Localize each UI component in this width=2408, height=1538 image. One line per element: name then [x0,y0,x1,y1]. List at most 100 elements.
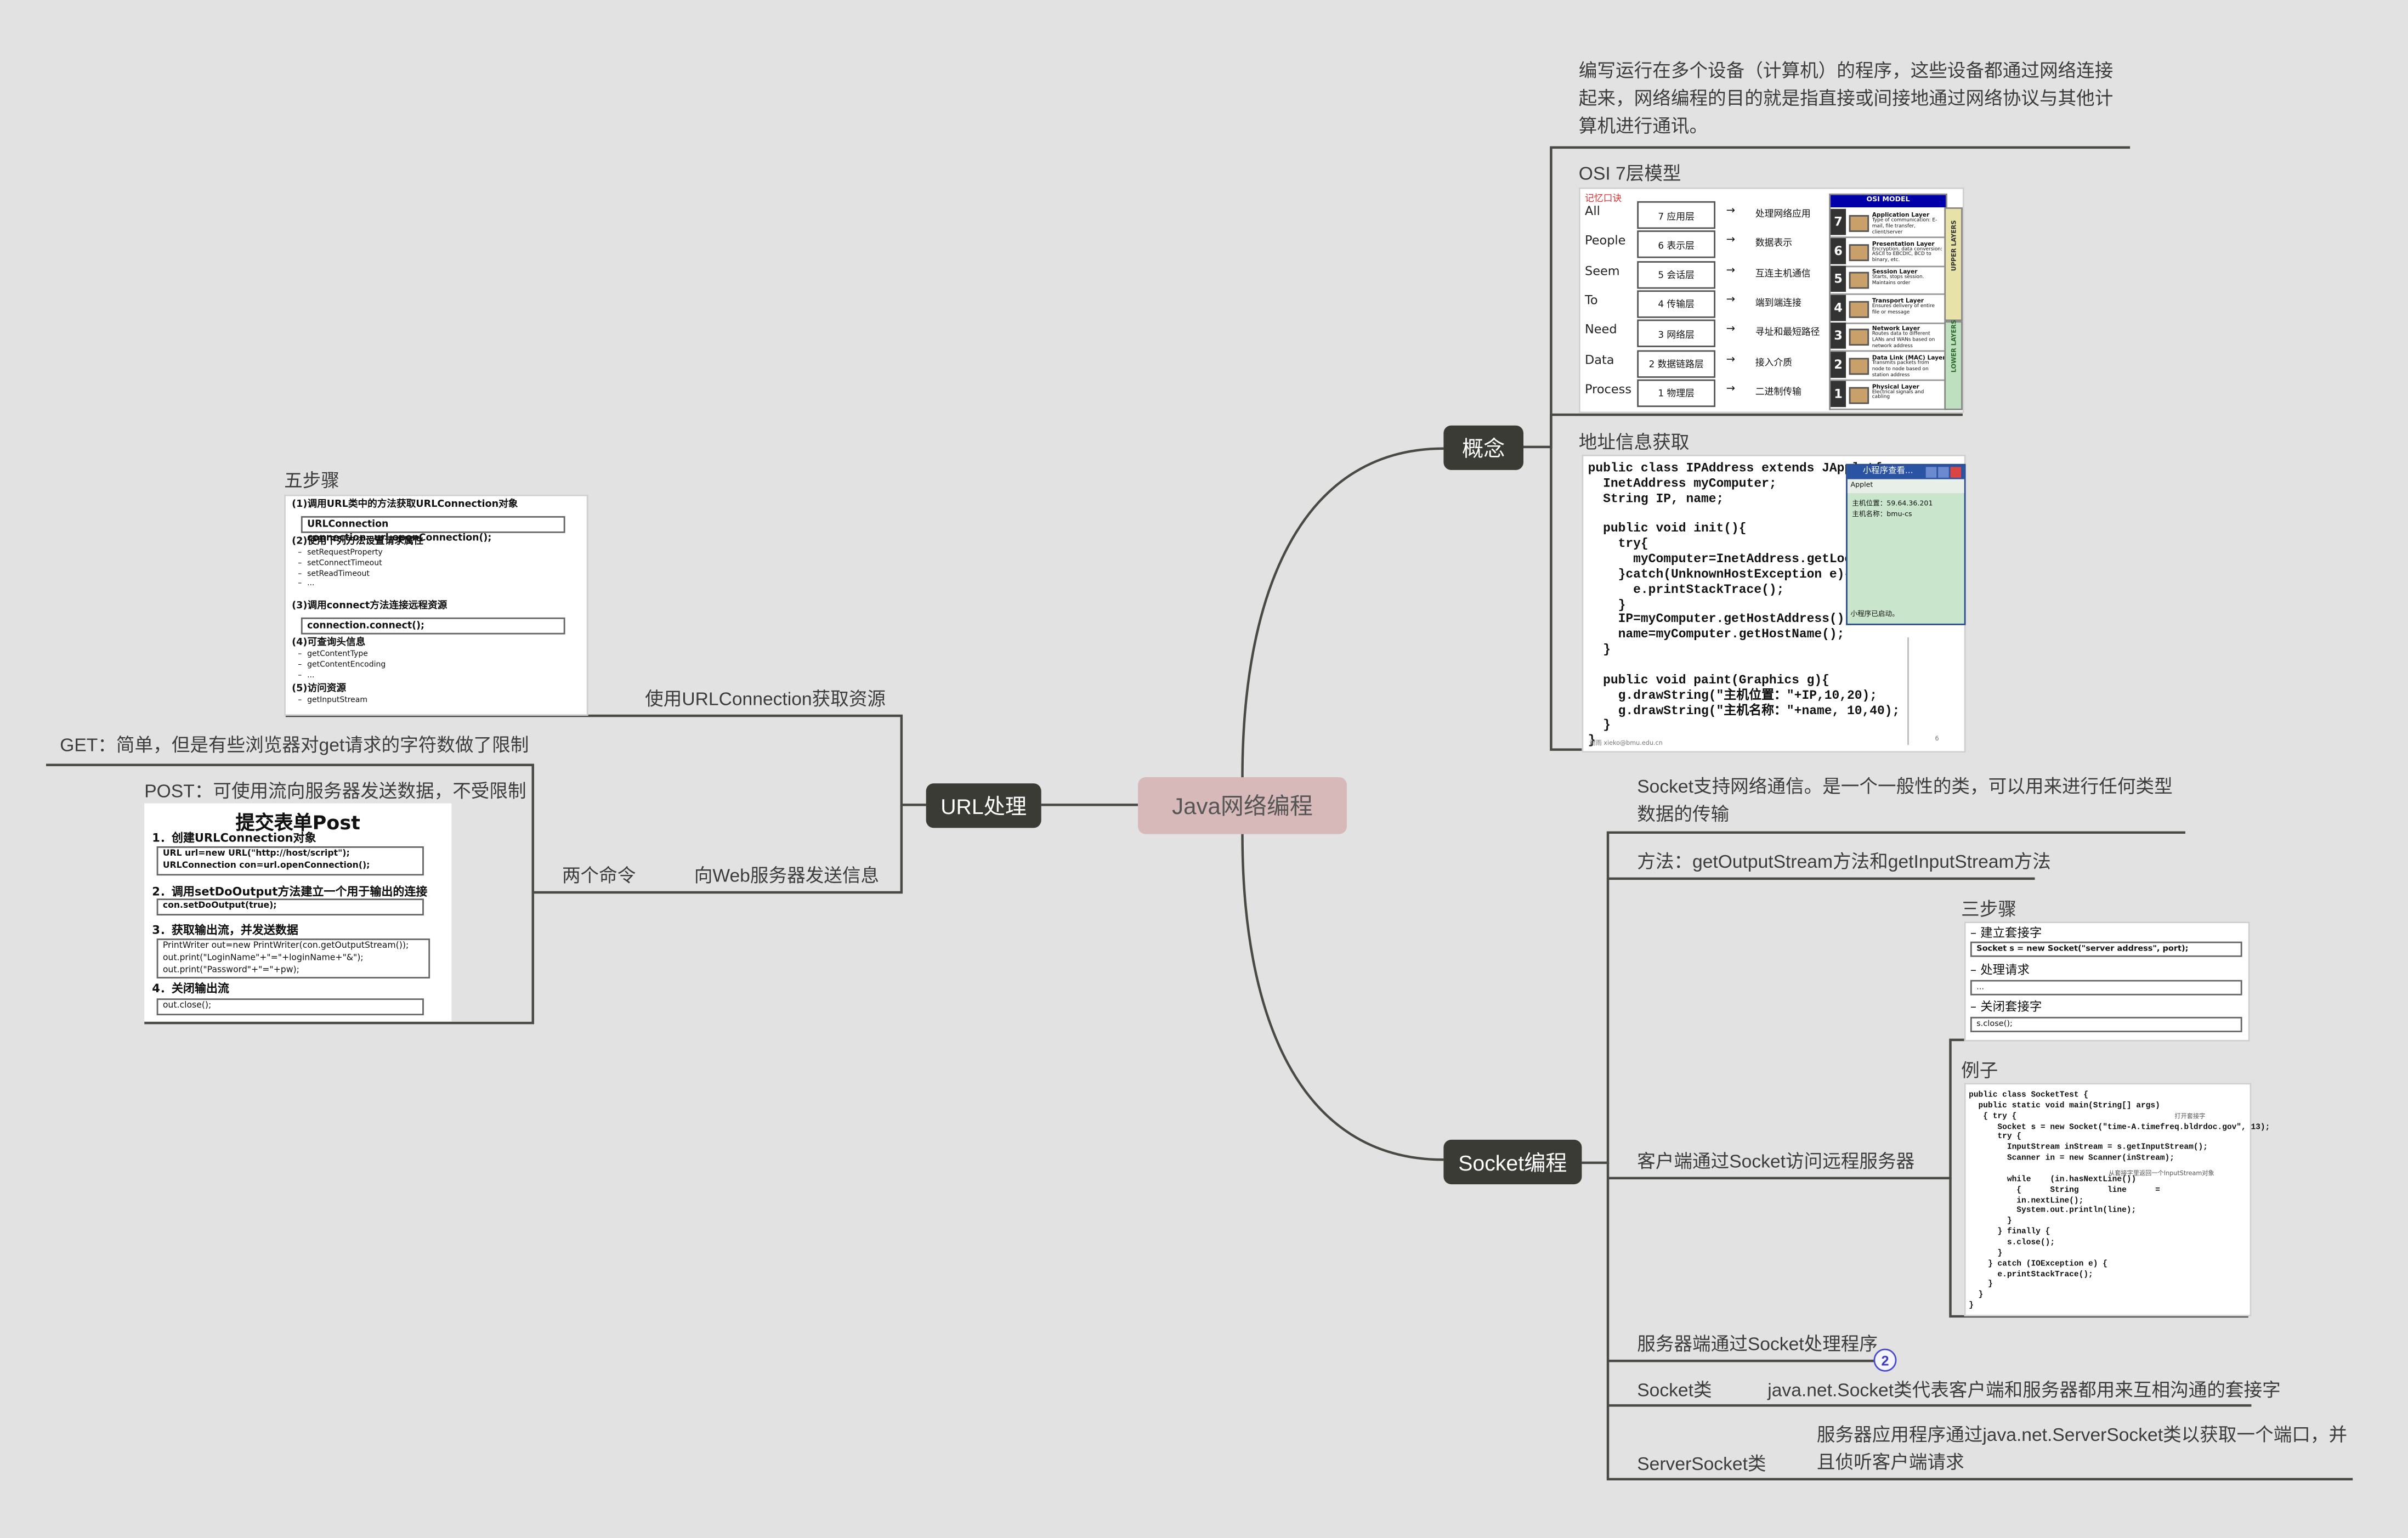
root-label: Java网络编程 [1172,794,1313,821]
osi-layer-number: 7 [1831,208,1846,235]
arrow-right-icon: → [1726,323,1736,336]
socket-class-desc[interactable]: java.net.Socket类代表客户端和服务器都用来互相沟通的套接字 [1767,1379,2281,1401]
layer-glyph-icon [1849,329,1869,347]
root-topic[interactable]: Java网络编程 [1138,777,1347,834]
list-item-label: setRequestProperty [307,548,383,558]
mnemonic-word: To [1585,293,1598,307]
osi-title[interactable]: OSI 7层模型 [1578,162,1681,185]
osi-layer-name: Session Layer [1872,267,1918,275]
osi-layer-function: 互连主机通信 [1755,268,1811,279]
divider [1907,637,1909,745]
page-number: 6 [1935,734,1939,742]
bullet-icon: – [298,649,302,659]
post-step-1-code-line1: URL url=new URL("http://host/script"); [162,849,350,859]
address-title[interactable]: 地址信息获取 [1578,431,1690,454]
five-step-3: (3)调用connect方法连接远程资源 [292,600,447,612]
socket-server[interactable]: 服务器端通过Socket处理程序 [1637,1333,1878,1355]
list-item: –... [298,579,382,590]
list-item-label: getInputStream [307,696,367,705]
post-step-2-code: con.setDoOutput(true); [156,898,424,916]
socket-intro[interactable]: Socket支持网络通信。是一个一般性的类，可以用来进行任何类型数据的传输 [1637,776,2173,825]
osi-layer-box: 6 表示层 [1637,230,1716,259]
osi-layer-box: 5 会话层 [1637,260,1716,289]
five-step-5: (5)访问资源 [292,683,347,694]
url-two-commands[interactable]: 两个命令 [562,864,636,886]
url-send-info[interactable]: 向Web服务器发送信息 [694,864,880,886]
list-item-label: ... [307,670,315,680]
post-step-3: 3．获取输出流，并发送数据 [152,923,298,937]
osi-layer-desc: Transmits packets from node to node base… [1872,359,1929,378]
three-step-2: – 处理请求 [1970,963,2030,977]
post-step-3-code-line2: out.print("LoginName"+"="+loginName+"&")… [162,954,364,963]
osi-layer-name: Transport Layer [1872,296,1924,304]
osi-layer-desc: Encryption, data conversion: ASCII to EB… [1872,245,1942,263]
osi-layer-number: 1 [1831,380,1846,406]
mnemonic-word: Need [1585,323,1617,337]
osi-layer-number: 5 [1831,265,1846,292]
bullet-icon: – [298,579,302,589]
post-step-4: 4．关闭输出流 [152,981,229,996]
osi-layer-function: 接入介质 [1755,357,1793,368]
osi-layer-name: Application Layer [1872,210,1930,218]
list-item: –getContentType [298,650,386,660]
applet-line1: 主机位置：59.64.36.201 [1852,500,1933,508]
osi-layer-box: 3 网络层 [1637,320,1716,348]
example-title[interactable]: 例子 [1961,1060,1998,1082]
post-step-4-code: out.close(); [156,998,424,1016]
topic-socket[interactable]: Socket编程 [1443,1139,1582,1185]
five-steps-title[interactable]: 五步骤 [284,470,339,492]
topic-url-label: URL处理 [940,793,1027,818]
url-urlconnection[interactable]: 使用URLConnection获取资源 [645,688,886,710]
layer-glyph-icon [1849,301,1869,318]
server-socket-class[interactable]: ServerSocket类 [1637,1453,1766,1475]
post-step-3-code-line1: PrintWriter out=new PrintWriter(con.getO… [162,941,409,951]
list-item-label: setReadTimeout [307,569,370,579]
post-step-2: 2．调用setDoOutput方法建立一个用于输出的连接 [152,885,428,899]
maximize-icon[interactable] [1938,467,1949,478]
minimize-icon[interactable] [1925,467,1937,478]
topic-url[interactable]: URL处理 [926,783,1041,828]
five-steps-image: (1)调用URL类中的方法获取URLConnection对象 URLConnec… [284,494,588,716]
osi-layer-box: 1 物理层 [1637,379,1716,407]
example-code-image: public class SocketTest { public static … [1964,1083,2270,1316]
concept-description[interactable]: 编写运行在多个设备（计算机）的程序，这些设备都通过网络连接起来，网络编程的目的就… [1578,60,2114,137]
collapsed-count-badge[interactable]: 2 [1873,1348,1897,1372]
three-steps-title[interactable]: 三步骤 [1961,898,2016,920]
close-icon[interactable] [1950,467,1962,478]
url-get-note[interactable]: GET：简单，但是有些浏览器对get请求的字符数做了限制 [60,734,529,756]
example-code: public class SocketTest { public static … [1969,1090,2270,1311]
socket-client[interactable]: 客户端通过Socket访问远程服务器 [1637,1150,1915,1172]
osi-layer-function: 数据表示 [1755,238,1793,250]
socket-class[interactable]: Socket类 [1637,1379,1712,1401]
mnemonic-word: Data [1585,352,1614,366]
osi-layer-number: 2 [1831,352,1846,378]
list-item: –setConnectTimeout [298,559,382,569]
socket-methods[interactable]: 方法：getOutputStream方法和getInputStream方法 [1637,851,2051,873]
server-socket-desc[interactable]: 服务器应用程序通过java.net.ServerSocket类以获取一个端口，并… [1816,1423,2348,1473]
list-item: –getContentEncoding [298,660,386,670]
list-item-label: getContentType [307,649,368,659]
list-item: –... [298,670,386,681]
osi-layer-box: 7 应用层 [1637,201,1716,229]
osi-layer-number: 6 [1831,237,1846,264]
bullet-icon: – [298,696,302,705]
osi-layer-desc: Routes data to different LANs and WANs b… [1872,331,1935,349]
example-note-1: 打开套接字 [2174,1112,2206,1120]
applet-menu[interactable]: Applet [1847,479,1964,493]
topic-concept[interactable]: 概念 [1443,425,1523,470]
five-step-2: (2)使用下列方法设置请求属性 [292,536,424,547]
url-post-note[interactable]: POST：可使用流向服务器发送数据，不受限制 [144,780,526,802]
three-step-2-code: ... [1970,980,2242,996]
three-step-1-code: Socket s = new Socket("server address", … [1970,941,2242,957]
osi-layer-function: 二进制传输 [1755,387,1801,398]
list-item: –setReadTimeout [298,569,382,580]
